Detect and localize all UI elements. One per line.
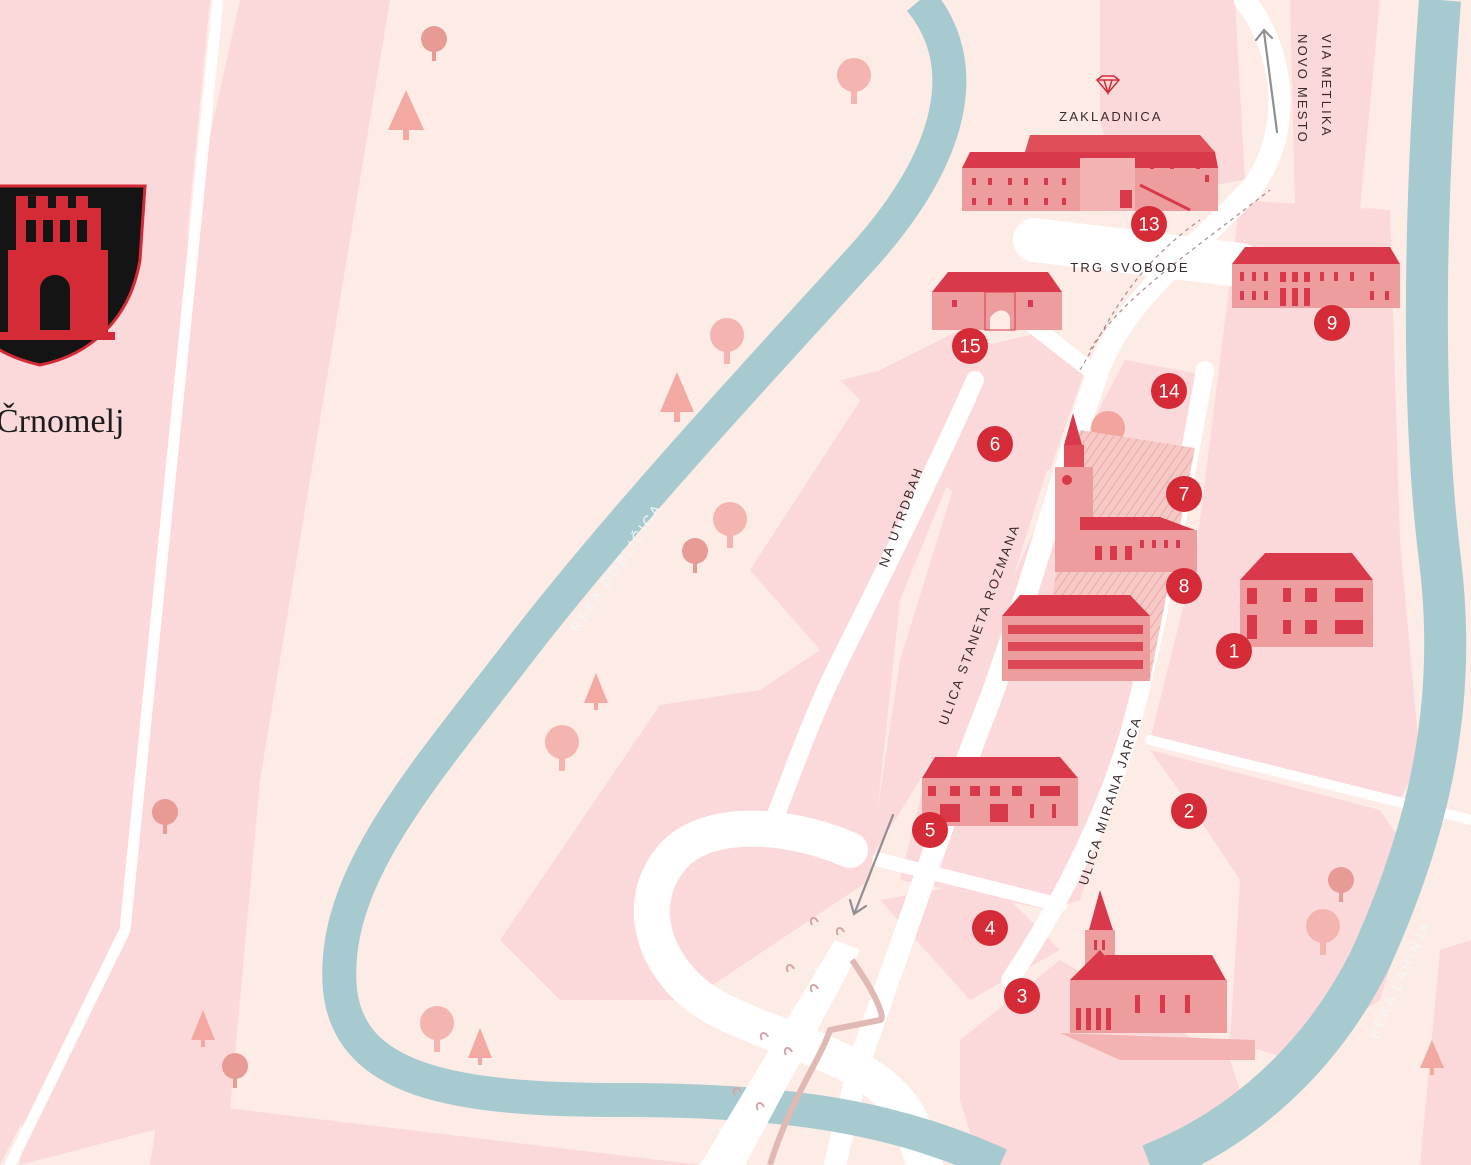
arrow-up-icon-head bbox=[1254, 28, 1274, 42]
bridge bbox=[700, 917, 885, 1165]
marker-6[interactable]: 6 bbox=[977, 426, 1013, 462]
tree-icon bbox=[710, 318, 744, 352]
trees bbox=[152, 26, 1444, 1088]
direction-via-metlika: VIA METLIKA bbox=[1319, 34, 1334, 138]
arrow-down-icon bbox=[853, 813, 895, 914]
marker-4[interactable]: 4 bbox=[972, 910, 1008, 946]
marker-5[interactable]: 5 bbox=[912, 812, 948, 848]
marker-13[interactable]: 13 bbox=[1131, 206, 1167, 242]
buildings bbox=[922, 135, 1400, 1060]
tree-icon bbox=[421, 26, 447, 52]
tree-icon bbox=[713, 502, 747, 536]
marker-3-label: 3 bbox=[1017, 987, 1028, 1008]
marker-15-label: 15 bbox=[959, 337, 980, 358]
poi-zakladnica-label: ZAKLADNICA bbox=[1059, 109, 1163, 124]
tree-icon bbox=[545, 725, 579, 759]
marker-9[interactable]: 9 bbox=[1314, 305, 1350, 341]
block-south bbox=[960, 960, 1250, 1165]
building-9 bbox=[1232, 247, 1400, 308]
marker-13-label: 13 bbox=[1138, 215, 1159, 236]
building-8 bbox=[1002, 595, 1150, 681]
coat-of-arms-logo bbox=[0, 184, 147, 367]
river-lahinja bbox=[1142, 0, 1467, 1165]
road-na-utrdbah bbox=[761, 371, 984, 839]
building-15 bbox=[932, 272, 1062, 331]
marker-15[interactable]: 15 bbox=[952, 328, 988, 364]
conifer-icon bbox=[191, 1010, 215, 1040]
marker-1[interactable]: 1 bbox=[1216, 633, 1252, 669]
bridge-arch bbox=[767, 958, 885, 1165]
marker-14-label: 14 bbox=[1158, 382, 1180, 403]
marker-9-label: 9 bbox=[1327, 314, 1338, 335]
marker-1-label: 1 bbox=[1229, 642, 1240, 663]
marker-7-label: 7 bbox=[1179, 485, 1190, 506]
marker-6-label: 6 bbox=[990, 435, 1001, 456]
building-zakladnica bbox=[962, 135, 1218, 212]
tree-icon bbox=[837, 58, 871, 92]
building-1 bbox=[1240, 553, 1373, 647]
town-name: Črnomelj bbox=[0, 402, 124, 440]
rivers bbox=[322, 0, 1467, 1165]
road-cross-south bbox=[873, 853, 1067, 912]
river-doblicica bbox=[322, 0, 1007, 1165]
trg-svobode-square bbox=[1013, 218, 1262, 287]
marker-3[interactable]: 3 bbox=[1004, 978, 1040, 1014]
tree-icon bbox=[420, 1006, 454, 1040]
block-far-east bbox=[1420, 940, 1471, 1165]
block-southwest bbox=[150, 1100, 700, 1165]
marker-8-label: 8 bbox=[1179, 577, 1190, 598]
road-loop bbox=[633, 810, 943, 1165]
street-trg-svobode: TRG SVOBODE bbox=[1070, 260, 1190, 275]
tree-icon bbox=[152, 799, 178, 825]
marker-4-label: 4 bbox=[985, 919, 996, 940]
block-staneta-west bbox=[870, 370, 1075, 860]
tree-icon bbox=[222, 1053, 248, 1079]
bridge-lamps bbox=[732, 917, 845, 1111]
arrow-down-icon-head bbox=[848, 898, 868, 916]
conifer-icon bbox=[584, 673, 608, 703]
conifer-icon bbox=[468, 1028, 492, 1058]
bridge-deck bbox=[700, 940, 860, 1165]
marker-2[interactable]: 2 bbox=[1171, 793, 1207, 829]
tree-icon bbox=[1306, 909, 1340, 943]
markers: 1 2 3 4 5 6 7 8 bbox=[912, 206, 1350, 1014]
building-church-7 bbox=[1055, 413, 1197, 572]
tree-icon bbox=[1328, 867, 1354, 893]
dashed-footpath bbox=[1079, 189, 1271, 371]
diamond-icon bbox=[1095, 75, 1121, 96]
marker-5-label: 5 bbox=[925, 821, 936, 842]
conifer-icon bbox=[388, 90, 424, 130]
direction-novo-mesto: NOVO MESTO bbox=[1295, 34, 1310, 144]
direction-arrows bbox=[848, 28, 1279, 916]
building-5 bbox=[922, 757, 1078, 826]
block-northeast bbox=[1290, 0, 1380, 210]
marker-2-label: 2 bbox=[1184, 802, 1195, 823]
arrow-up-icon bbox=[1262, 30, 1279, 134]
marker-7[interactable]: 7 bbox=[1166, 476, 1202, 512]
tree-icon bbox=[682, 538, 708, 564]
building-church-3 bbox=[1060, 890, 1255, 1060]
road-west bbox=[4, 0, 224, 1165]
marker-14[interactable]: 14 bbox=[1151, 373, 1187, 409]
conifer-icon bbox=[1420, 1040, 1444, 1068]
marker-8[interactable]: 8 bbox=[1166, 568, 1202, 604]
block-central-west bbox=[500, 330, 990, 1000]
conifer-icon bbox=[660, 372, 694, 412]
block-west bbox=[20, 0, 390, 1165]
